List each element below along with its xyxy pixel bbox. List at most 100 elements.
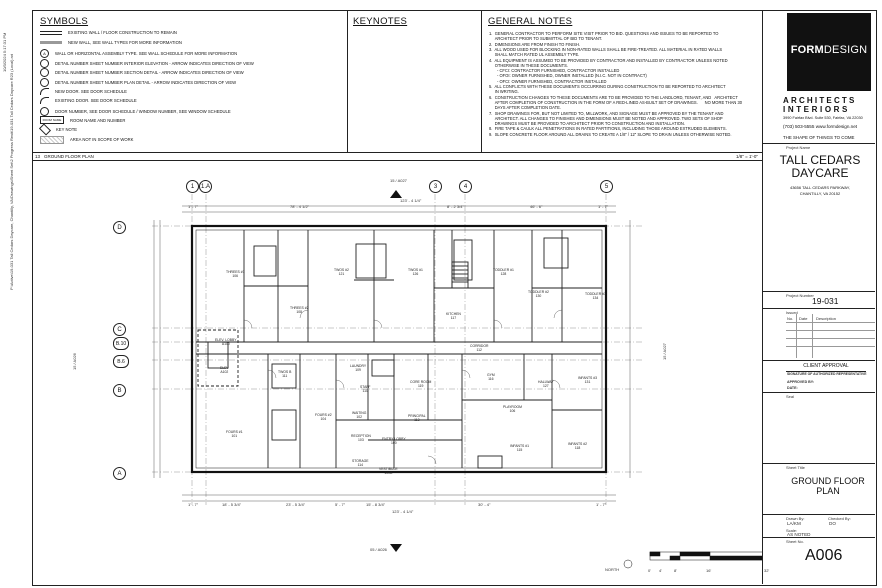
room-number: 104 [320,417,327,421]
rev-col-1 [796,314,797,358]
margin-path-stamp: P:\Active\19-031 Tall Cedars Daycare, Ch… [9,53,14,290]
symbol-description: EXISTING DOOR. SEE DOOR SCHEDULE [55,98,137,104]
scale-value: AS NOTED [787,532,811,537]
general-note: 7. SHOP DRAWINGS FOR, BUT NOT LIMITED TO… [489,110,724,127]
general-note: 8. FIRE TAPE & CAULK ALL PENETRATIONS IN… [489,126,727,132]
project-address-1: 43656 TALL CEDARS PARKWAY, [789,185,851,190]
room-name: ENTRY LOBBY [382,437,406,441]
bottom-dimension: 5' - 7" [335,502,346,507]
symbol-row: DETAIL NUMBER SHEET NUMBER PLAN DETAIL -… [40,78,236,87]
grid-bubble-1a: 1.A [199,180,212,193]
room-number: 103 [358,438,364,442]
room-number: 130 [535,294,542,298]
rev-col-2 [812,314,813,358]
room-number: 121 [338,272,345,276]
drawn-by-value: LA/KM [787,521,801,526]
general-note: 5. ALL CONFLICTS WITH THESE DOCUMENTS OC… [489,84,726,95]
room-number: 113 [414,418,420,422]
room-number: 126 [412,272,419,276]
grid-bubble-b: B [113,384,126,397]
tb-rule-5 [762,392,875,393]
bottom-dimension: 1' - 7" [596,502,607,507]
client-approval-heading: CLIENT APPROVAL [803,363,849,369]
room-name: CORE ROOM [410,380,432,384]
keynotes-divider [481,10,482,152]
room-name: PRINCIPAL [408,414,426,418]
project-name: TALL CEDARS DAYCARE [779,153,861,180]
seal-label: Seal [786,394,795,399]
symbol-graphic-icon [40,58,49,68]
general-note: 1. GENERAL CONTRACTOR TO PERFORM SITE VI… [489,31,719,42]
bottom-dimension: 18' - 5 3/4" [222,502,242,507]
approved-by-label: APPROVED BY: [787,380,815,384]
symbols-divider [347,10,348,152]
margin-date-stamp: 10/3/2024 5:17:31 PM [2,32,7,72]
signature-label: SIGNATURE OF AUTHORIZED REPRESENTATIVE [787,372,867,376]
bottom-dimension: 23' - 5 3/4" [286,502,306,507]
symbols-heading: SYMBOLS [40,16,89,27]
symbol-graphic-icon [40,106,49,116]
room-number: 131 [584,380,591,384]
top-dimension: 1' - 7" [598,204,609,209]
room-name: GYM [487,373,495,377]
room-number: 102 [356,415,363,419]
symbol-row: AREA NOT IN SCOPE OF WORK [40,135,133,144]
room-name: FOURS #2 [315,413,332,417]
grid-bubble-b10: B.10 [113,337,129,350]
signature-line [786,371,866,372]
room-name: LAUNDRY [350,364,367,368]
firm-address: 3990 Fairfax Blvd. Suite 530, Fairfax, V… [783,116,863,120]
project-address-2: CHANTILLY, VA 20152 [799,191,841,196]
symbol-graphic-icon [40,135,64,144]
room-number: 118 [574,446,581,450]
general-note: 6. CONSTRUCTION CHANGES TO THESE DOCUMEN… [489,94,743,111]
tb-rule-1 [762,143,875,144]
symbol-graphic-icon [40,87,49,95]
room-name: PLAYROOM [503,405,522,409]
symbol-graphic-icon [40,78,49,87]
symbol-graphic-icon: A [40,49,49,59]
rev-row-2 [786,330,875,331]
room-name: INFANTS #1 [510,444,530,448]
room-number: 110 [362,389,368,393]
scale-bar-tick-label: 16' [706,568,712,573]
room-name: RECEPTION [351,434,371,438]
sheet-number-label: Sheet No. [786,539,804,544]
tb-rule-7 [762,514,875,515]
grid-bubble-a: A [113,467,126,480]
tb-rule-6 [762,463,875,464]
sheet-title: GROUND FLOOR PLAN [791,476,865,496]
general-notes-heading: GENERAL NOTES [488,16,573,27]
project-number-label: Project Number [786,293,814,298]
room-number: 101 [231,434,238,438]
tb-rule-8 [762,537,875,538]
general-note: 9. SLOPE CONCRETE FLOOR AROUND ALL DRAIN… [489,131,732,137]
bottom-dimension: 1' - 7" [188,502,199,507]
grid-bubble-3: 3 [429,180,442,193]
firm-name-line-2: INTERIORS [783,105,850,114]
firm-slogan: THE SHAPE OF THINGS TO COME [783,135,855,140]
room-name: CORRIDOR [470,344,489,348]
symbol-description: DETAIL NUMBER SHEET NUMBER SECTION DETAI… [55,70,244,76]
symbol-description: DETAIL NUMBER SHEET NUMBER INTERIOR ELEV… [55,60,254,66]
firm-logo: FORMDESIGN [787,13,871,91]
room-number: 117 [450,316,457,320]
checked-by-value: DO [829,521,836,526]
symbol-description: EXISTING WALL / FLOOR CONSTRUCTION TO RE… [68,30,177,35]
floor-plan-drawing [152,190,762,569]
scale-bar-tick-label: 0' [648,568,651,573]
bottom-dimension: 15' - 8 3/4" [366,502,386,507]
symbol-row: DOOR NUMBER, SEE DOOR SCHEDULE / WINDOW … [40,106,231,116]
symbol-row: DETAIL NUMBER SHEET NUMBER INTERIOR ELEV… [40,58,254,68]
room-name: THREES #2 [290,306,309,310]
room-name: HALLWAY [538,380,554,384]
